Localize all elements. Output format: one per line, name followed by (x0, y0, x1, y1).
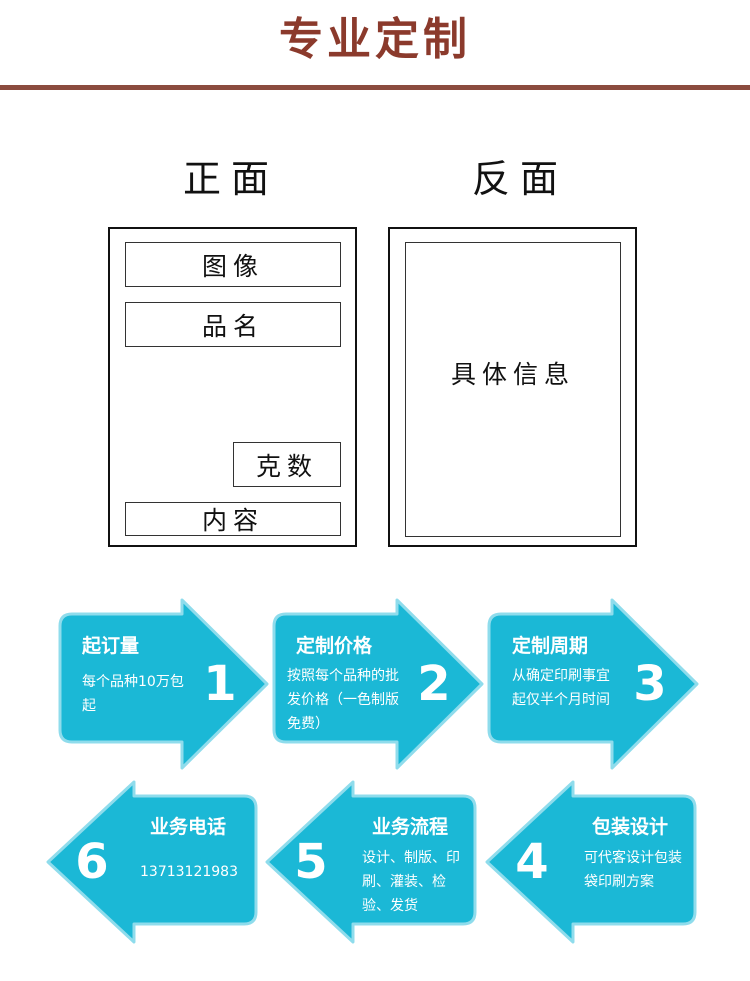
front-label: 正面 (183, 157, 280, 201)
step-6-phone[interactable]: 13713121983 (140, 864, 238, 880)
back-card: 具体信息 (388, 227, 637, 547)
step-4-text: 可代客设计包装袋印刷方案 (584, 850, 682, 890)
step-2-title: 定制价格 (296, 635, 373, 657)
step-3-title: 定制周期 (512, 635, 589, 657)
step-1-number: 1 (203, 656, 237, 712)
step-5-title: 业务流程 (372, 816, 449, 838)
page-title: 专业定制 (279, 14, 471, 65)
back-label: 反面 (472, 157, 569, 201)
title-divider (0, 85, 750, 90)
step-1-text: 每个品种10万包起 (82, 674, 184, 714)
step-4-title: 包装设计 (592, 816, 669, 838)
step-3-arrow (487, 598, 699, 770)
step-6-title: 业务电话 (150, 816, 227, 838)
step-5-text: 设计、制版、印刷、灌装、检验、发货 (362, 850, 460, 914)
step-6-arrow (46, 780, 258, 944)
image-box: 图像 (125, 242, 341, 287)
step-6-number: 6 (75, 834, 109, 890)
step-3-number: 3 (633, 656, 667, 712)
step-2-text: 按照每个品种的批发价格（一色制版免费） (287, 668, 399, 732)
content-box: 内容 (125, 502, 341, 536)
step-2-number: 2 (417, 656, 451, 712)
step-2-arrow (272, 598, 484, 770)
front-card: 图像 品名 克数 内容 (108, 227, 357, 547)
step-3-text: 从确定印刷事宜起仅半个月时间 (512, 668, 610, 708)
step-4-number: 4 (515, 834, 549, 890)
step-5-number: 5 (294, 834, 328, 890)
step-1-arrow (58, 598, 269, 770)
step-1-title: 起订量 (82, 635, 140, 657)
name-box: 品名 (125, 302, 341, 347)
step-4-arrow (485, 780, 697, 944)
detail-text: 具体信息 (450, 360, 575, 389)
step-5-arrow (265, 780, 477, 944)
weight-box: 克数 (233, 442, 341, 487)
detail-box: 具体信息 (405, 242, 621, 537)
